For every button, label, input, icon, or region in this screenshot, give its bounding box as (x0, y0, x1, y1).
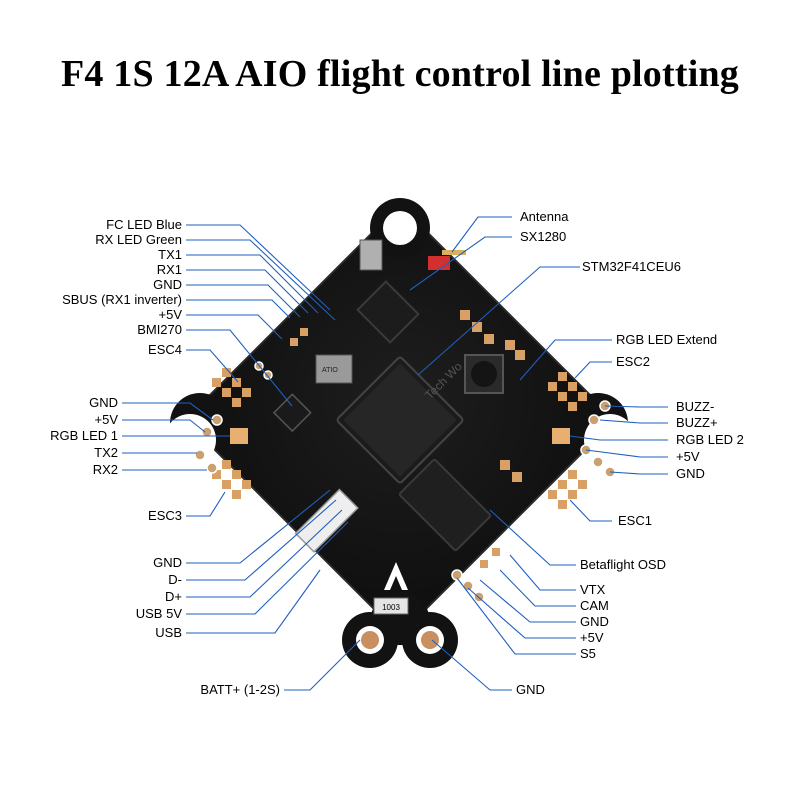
chip-mark: ATIO (322, 367, 338, 374)
label-cam: CAM (580, 598, 609, 613)
svg-text:+: + (350, 596, 361, 616)
label-s5: S5 (580, 646, 596, 661)
label-d-minus: D- (168, 572, 182, 587)
mcu-chip (336, 356, 464, 484)
label-usb-5v: USB 5V (135, 606, 182, 621)
rgb-led-2-pad (552, 428, 570, 444)
label-gnd-5: GND (580, 614, 609, 629)
label-plus5v-4: +5V (580, 630, 604, 645)
label-fc-led-blue: FC LED Blue (106, 217, 182, 232)
label-gnd-1: GND (153, 277, 182, 292)
label-sbus: SBUS (RX1 inverter) (62, 292, 182, 307)
label-plus5v-3: +5V (676, 449, 700, 464)
label-vtx: VTX (580, 582, 606, 597)
label-plus5v-2: +5V (94, 412, 119, 427)
label-esc2: ESC2 (616, 354, 650, 369)
label-d-plus: D+ (165, 589, 182, 604)
label-esc3: ESC3 (148, 508, 182, 523)
leader-lines (122, 216, 668, 691)
label-rgb-led-1: RGB LED 1 (50, 428, 118, 443)
label-betaflight-osd: Betaflight OSD (580, 557, 666, 572)
label-rgb-led-2: RGB LED 2 (676, 432, 744, 447)
label-esc1: ESC1 (618, 513, 652, 528)
label-rx1: RX1 (156, 262, 182, 277)
antenna-wire (428, 250, 466, 270)
label-buzz-plus: BUZZ+ (676, 415, 718, 430)
label-sx1280: SX1280 (520, 229, 567, 244)
label-rx2: RX2 (92, 462, 118, 477)
label-gnd-2: GND (89, 395, 118, 410)
a-logo-icon (384, 562, 408, 590)
bmi270-chip (272, 393, 312, 433)
mount-hole-left (164, 414, 216, 466)
label-tx1: TX1 (158, 247, 182, 262)
label-gnd-6: GND (516, 682, 545, 697)
usb-connector (294, 488, 359, 553)
rgb-led-1-pad (230, 428, 248, 444)
label-tx2: TX2 (94, 445, 118, 460)
label-buzz-minus: BUZZ- (676, 399, 715, 414)
label-esc4: ESC4 (148, 342, 182, 357)
batt-resistor (373, 597, 409, 615)
label-batt-plus: BATT+ (1-2S) (200, 682, 280, 697)
crystal (315, 354, 353, 384)
resistor-mark: 1003 (382, 603, 400, 612)
label-rx-led-green: RX LED Green (95, 232, 182, 247)
page-title: F4 1S 12A AIO flight control line plotti… (60, 53, 740, 95)
pads (212, 310, 587, 568)
mount-hole-top (383, 211, 417, 245)
label-antenna: Antenna (520, 209, 569, 224)
label-rgb-led-extend: RGB LED Extend (616, 332, 718, 347)
label-gnd-4: GND (676, 466, 705, 481)
label-stm32: STM32F41CEU6 (582, 259, 681, 274)
label-plus5v-1: +5V (158, 307, 183, 322)
label-gnd-3: GND (153, 555, 182, 570)
label-usb: USB (155, 625, 182, 640)
label-bmi270: BMI270 (137, 322, 182, 337)
osd-chip (398, 458, 492, 552)
sx1280-chip (356, 280, 420, 344)
